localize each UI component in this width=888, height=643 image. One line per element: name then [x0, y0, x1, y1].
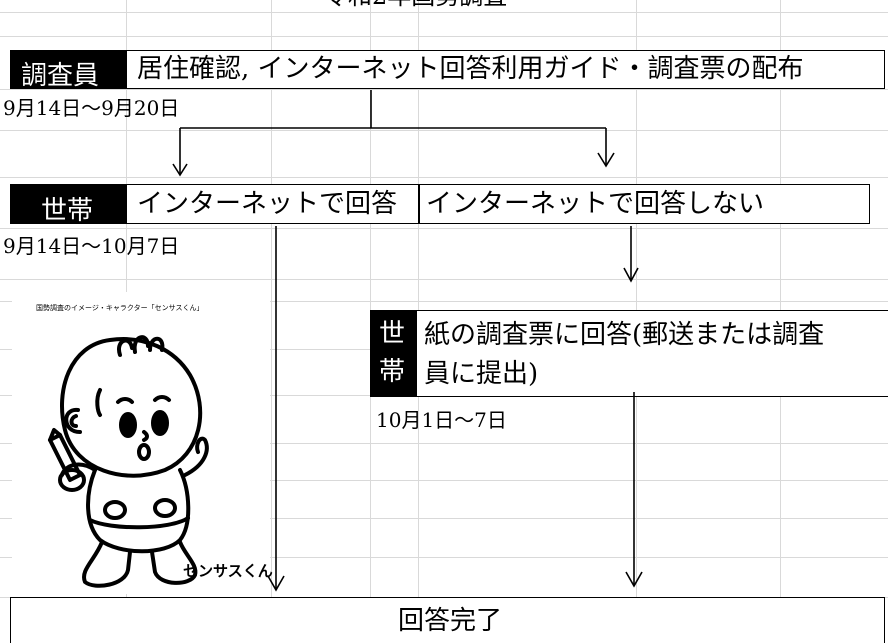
step1-tag-label: 調査員: [21, 61, 100, 91]
final-box: [10, 597, 885, 643]
step1-text: 居住確認, インターネット回答利用ガイド・調査票の配布: [137, 54, 804, 84]
step2-offline: インターネットで回答しない: [426, 189, 765, 219]
step2-box: [10, 184, 870, 224]
step3-tag: 世 帯: [371, 311, 417, 396]
step3-box: [370, 310, 888, 397]
step2-tag: 世帯: [11, 185, 127, 226]
step3-text-line1: 紙の調査票に回答(郵送または調査: [424, 320, 825, 350]
step2-tag-label: 世帯: [41, 196, 94, 226]
final-text: 回答完了: [398, 606, 503, 636]
mascot-logo: センサスくん: [183, 562, 273, 580]
step1-tag: 調査員: [11, 51, 127, 91]
mascot-caption: 国勢調査のイメージ・キャラクター「センサスくん」: [36, 304, 204, 312]
partial-title: ～令和2年国勢調査～: [300, 0, 531, 8]
step3-tag-line2: 帯: [379, 357, 406, 387]
step1-date: 9月14日～9月20日: [3, 96, 180, 120]
step3-text-line2: 員に提出): [424, 359, 539, 389]
step2-online: インターネットで回答: [137, 189, 398, 219]
step1-box: [10, 50, 885, 89]
step3-date: 10月1日～7日: [376, 408, 507, 432]
mascot-illustration-icon: [48, 335, 209, 588]
step2-date: 9月14日～10月7日: [3, 234, 180, 258]
step3-tag-line1: 世: [379, 319, 406, 349]
